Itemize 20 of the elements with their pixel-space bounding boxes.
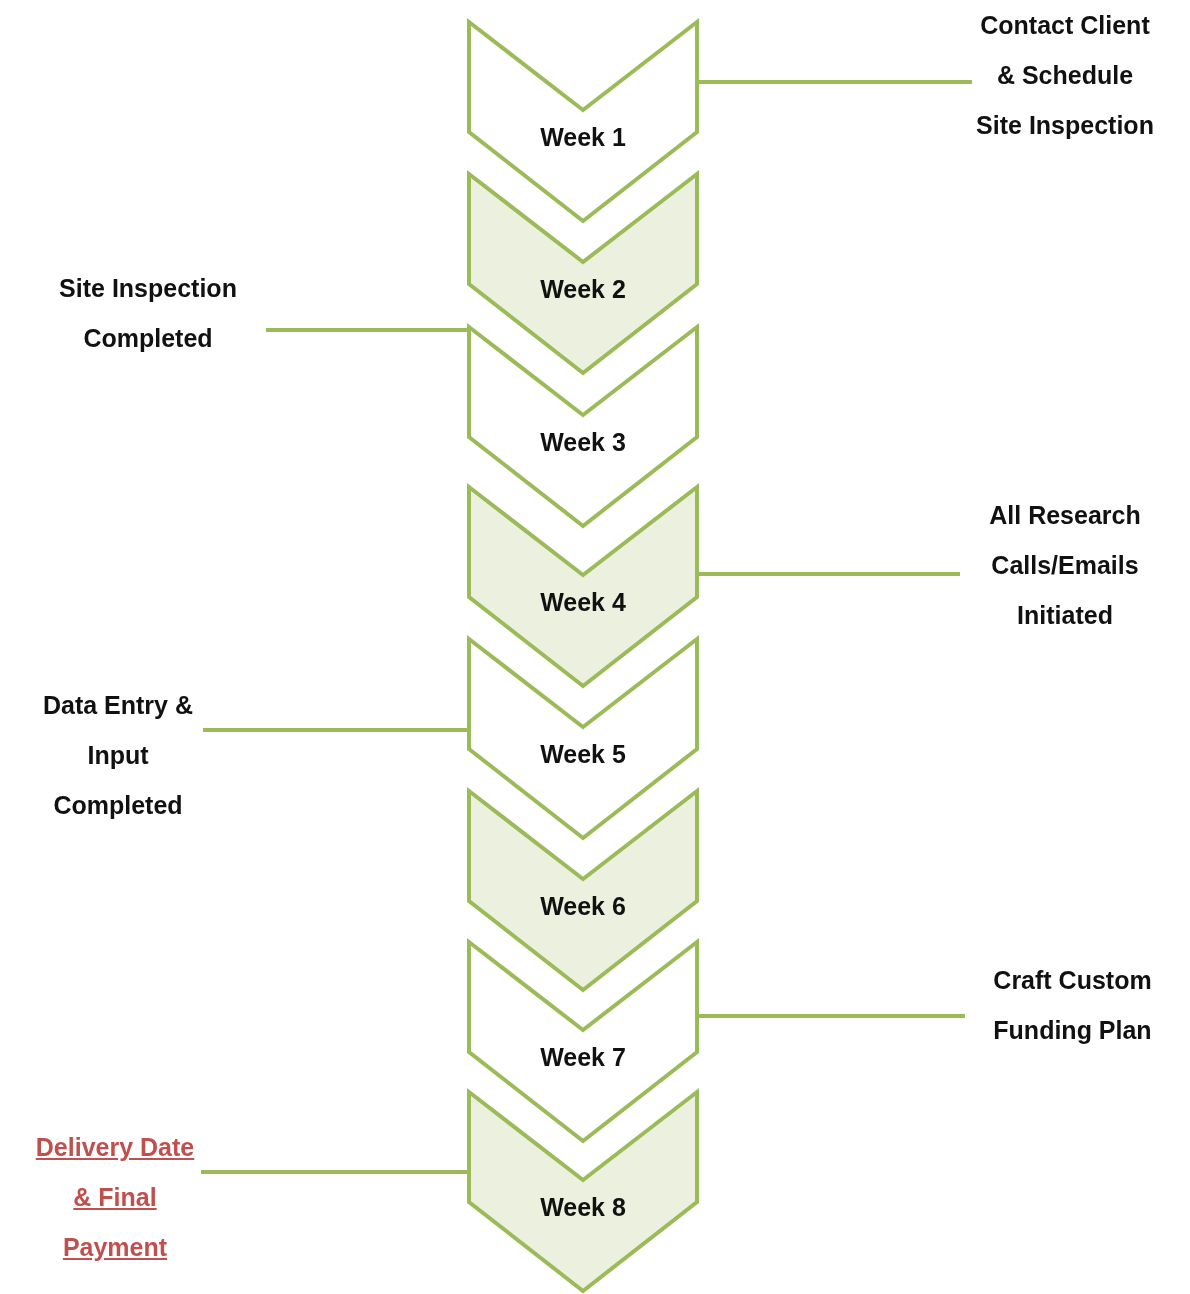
- milestone-text: Site Inspection Completed: [59, 274, 237, 352]
- milestone-text: Data Entry & Input Completed: [42, 691, 193, 819]
- week-label: Week 5: [540, 739, 626, 769]
- connector-line: [699, 80, 972, 84]
- week-label: Week 1: [540, 122, 626, 152]
- week-label: Week 3: [540, 427, 626, 457]
- week-label: Week 4: [540, 587, 626, 617]
- connector-line: [699, 572, 960, 576]
- milestone-text: Craft Custom Funding Plan: [993, 966, 1152, 1044]
- connector-line: [203, 728, 467, 732]
- week-label: Week 6: [540, 891, 626, 921]
- week-label: Week 7: [540, 1042, 626, 1072]
- milestone-text: All Research Calls/Emails Initiated: [989, 501, 1141, 629]
- week-label: Week 8: [540, 1192, 626, 1222]
- connector-line: [201, 1170, 467, 1174]
- week-label: Week 2: [540, 274, 626, 304]
- milestone-text: Contact Client & Schedule Site Inspection: [976, 11, 1154, 139]
- connector-line: [699, 1014, 965, 1018]
- connector-line: [266, 328, 467, 332]
- link: Delivery Date & Final Payment: [35, 1133, 195, 1261]
